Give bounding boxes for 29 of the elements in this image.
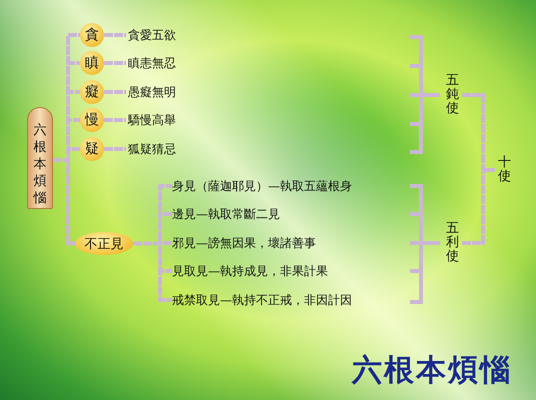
group-label: 五利使 bbox=[443, 221, 462, 265]
branch-text: 邪見—謗無因果，壞諸善事 bbox=[172, 234, 316, 252]
group-label: 十使 bbox=[495, 155, 514, 185]
branch-text: 瞋恚無忍 bbox=[128, 54, 176, 72]
circle-badge: 慢 bbox=[80, 108, 104, 132]
oval-badge: 不正見 bbox=[75, 232, 133, 255]
connector bbox=[104, 61, 126, 65]
circle-badge: 瞋 bbox=[80, 51, 104, 75]
connector bbox=[104, 33, 126, 37]
circle-badge: 貪 bbox=[80, 23, 104, 47]
branch-text: 身見（薩迦耶見）—執取五蘊根身 bbox=[172, 177, 352, 195]
circle-badge: 疑 bbox=[80, 137, 104, 161]
branch-text: 狐疑猜忌 bbox=[128, 140, 176, 158]
connector bbox=[53, 158, 75, 246]
branch-text: 愚癡無明 bbox=[128, 83, 176, 101]
connector bbox=[462, 168, 495, 245]
branch-text: 驕慢高舉 bbox=[128, 111, 176, 129]
circle-badge: 癡 bbox=[80, 80, 104, 104]
branch-text: 見取見—執持成見，非果計果 bbox=[172, 262, 328, 280]
connector bbox=[133, 242, 172, 302]
title-post: 六根本煩惱 bbox=[27, 107, 53, 209]
connector bbox=[104, 147, 126, 151]
branch-text: 貪愛五欲 bbox=[128, 26, 176, 44]
title: 六根本煩惱 bbox=[352, 352, 512, 390]
connector bbox=[104, 90, 126, 94]
group-label: 五鈍使 bbox=[443, 73, 462, 117]
branch-text: 邊見—執取常斷二見 bbox=[172, 205, 280, 223]
branch-text: 戒禁取見—執持不正戒，非因計因 bbox=[172, 291, 352, 309]
connector bbox=[104, 118, 126, 122]
